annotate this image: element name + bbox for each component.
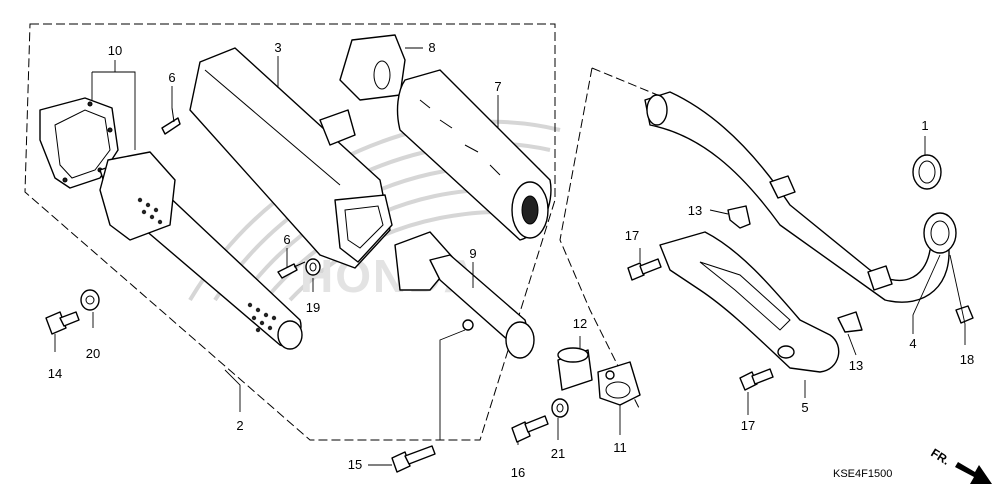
bolt-17-lower	[739, 368, 774, 391]
callout-10: 10	[108, 43, 122, 58]
nut-18	[955, 305, 974, 324]
callout-9: 9	[469, 246, 476, 261]
inner-tube-part	[99, 151, 303, 350]
callout-4: 4	[909, 336, 916, 351]
callout-19: 19	[306, 300, 320, 315]
bolt-16	[511, 415, 549, 443]
callout-1: 1	[921, 118, 928, 133]
washer-19	[305, 258, 321, 276]
callout-7: 7	[494, 79, 501, 94]
collar-12	[557, 347, 593, 391]
callout-20: 20	[86, 346, 100, 361]
callout-labels: 1 2 3 4 5 6 6 7 8 9 10 11 12 13 13 14 15…	[48, 40, 974, 480]
heat-guard-part	[659, 231, 840, 373]
callout-15: 15	[348, 457, 362, 472]
callout-8: 8	[428, 40, 435, 55]
callout-11: 11	[613, 440, 627, 455]
gasket-1	[912, 154, 942, 190]
callout-17-lower: 17	[741, 418, 755, 433]
callout-5: 5	[801, 400, 808, 415]
callout-3: 3	[274, 40, 281, 55]
packing-part	[396, 69, 552, 241]
bolt-15	[391, 445, 436, 473]
washer-20	[80, 289, 100, 311]
inlet-pipe-part	[394, 231, 535, 359]
diagram-code: KSE4F1500	[833, 468, 892, 480]
callout-12: 12	[573, 316, 587, 331]
muffler-body-part	[189, 47, 393, 269]
clip-13-lower	[837, 311, 863, 333]
callout-6-upper: 6	[168, 70, 175, 85]
leader-lines	[54, 47, 966, 466]
callout-13-upper: 13	[688, 203, 702, 218]
clip-13-upper	[727, 205, 751, 229]
front-direction-indicator: FR.	[928, 446, 992, 484]
end-cap-part	[39, 97, 119, 189]
callout-2: 2	[236, 418, 243, 433]
grommet-part	[339, 34, 406, 101]
perforation-holes	[137, 197, 277, 333]
muffler-assembly-outline	[24, 23, 556, 441]
clamp-11	[597, 361, 641, 406]
callout-14: 14	[48, 366, 62, 381]
callout-18: 18	[960, 352, 974, 367]
callout-13-lower: 13	[849, 358, 863, 373]
bolt-17-upper	[627, 258, 662, 281]
rivet-6-upper	[161, 107, 181, 135]
washer-21	[551, 398, 569, 418]
exhaust-pipe-part	[644, 91, 957, 303]
rivet-6-lower	[277, 261, 306, 279]
front-label: FR.	[928, 446, 952, 468]
callout-21: 21	[551, 446, 565, 461]
callout-16: 16	[511, 465, 525, 480]
callout-6-lower: 6	[283, 232, 290, 247]
callout-17-upper: 17	[625, 228, 639, 243]
front-arrow-icon	[955, 462, 992, 484]
bolt-14	[45, 311, 80, 335]
exhaust-pipe-assembly-outline	[559, 67, 661, 411]
